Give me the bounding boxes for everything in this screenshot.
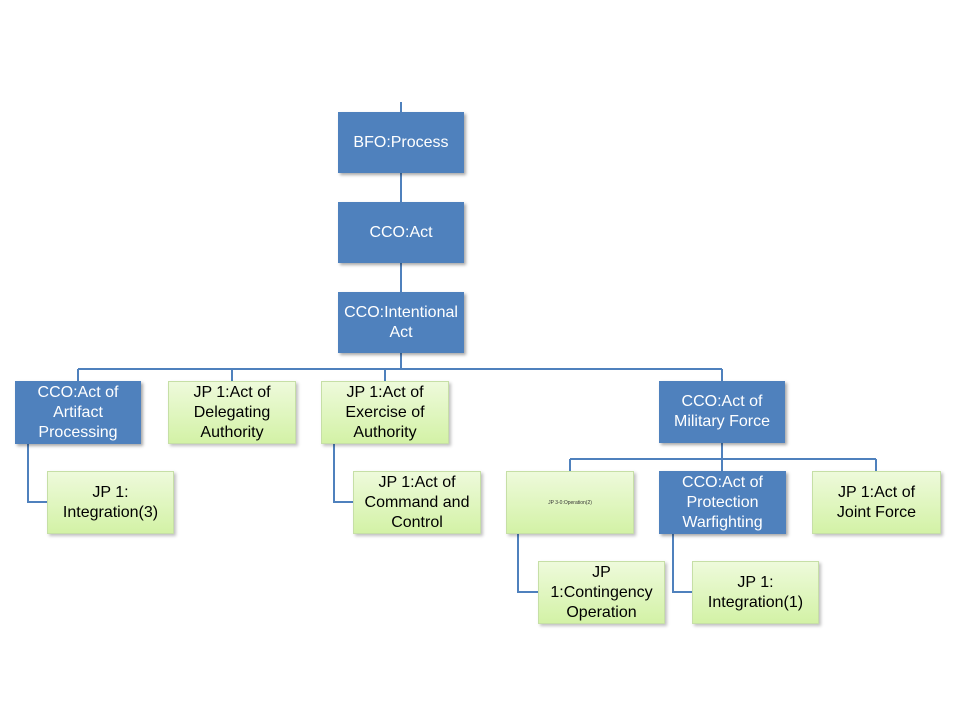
node-cco-act-artifact-processing: CCO:Act of Artifact Processing	[15, 381, 141, 444]
node-jp1-joint-force: JP 1:Act of Joint Force	[812, 471, 941, 534]
node-cco-protection-warfighting: CCO:Act of Protection Warfighting	[659, 471, 786, 534]
connector-protection-integration1	[672, 534, 692, 593]
node-jp1-integration-3: JP 1: Integration(3)	[47, 471, 174, 534]
node-jp3-operation-2: JP 3-0:Operation(2)	[506, 471, 634, 534]
connector-operation-contingency	[517, 534, 538, 593]
node-jp1-delegating-authority: JP 1:Act of Delegating Authority	[168, 381, 296, 444]
node-jp1-contingency-operation: JP 1:Contingency Operation	[538, 561, 665, 624]
node-cco-act-military-force: CCO:Act of Military Force	[659, 381, 785, 443]
node-bfo-process: BFO:Process	[338, 112, 464, 173]
connector-artifact-integration3	[27, 444, 47, 503]
node-jp1-integration-1: JP 1: Integration(1)	[692, 561, 819, 624]
node-cco-act: CCO:Act	[338, 202, 464, 263]
node-cco-intentional-act: CCO:Intentional Act	[338, 292, 464, 353]
connector-exercise-command	[333, 444, 353, 503]
node-jp1-exercise-authority: JP 1:Act of Exercise of Authority	[321, 381, 449, 444]
node-jp1-command-control: JP 1:Act of Command and Control	[353, 471, 481, 534]
